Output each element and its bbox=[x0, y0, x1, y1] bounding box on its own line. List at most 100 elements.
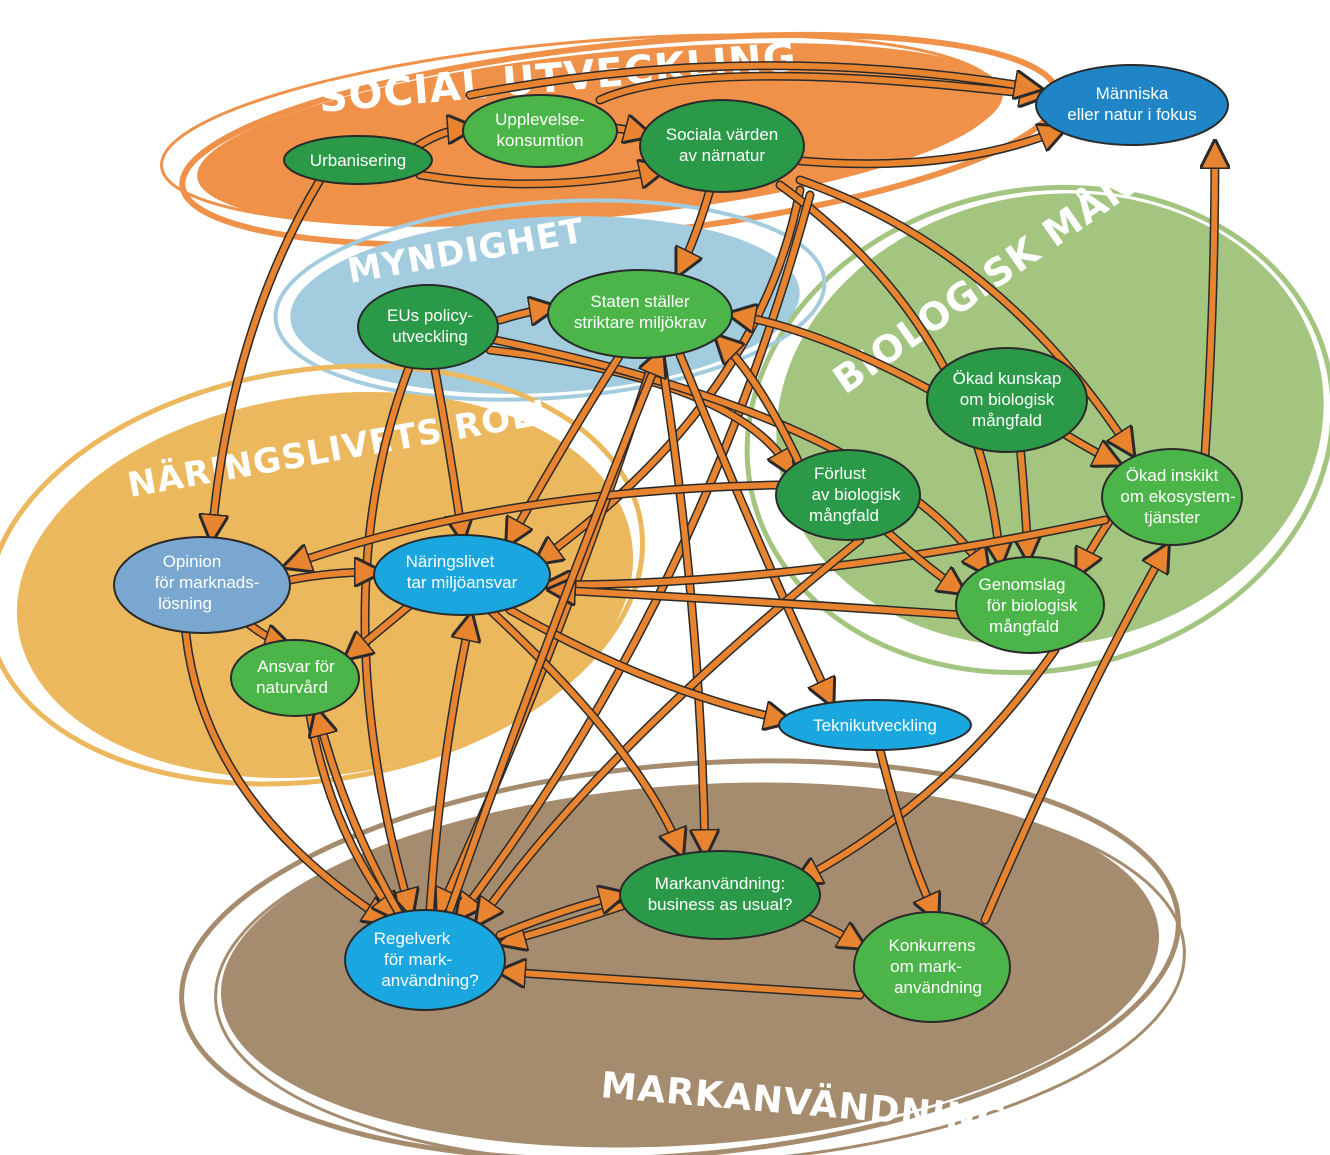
svg-text:Upplevelse-konsumtion: Upplevelse-konsumtion bbox=[495, 110, 585, 150]
arrow-forlust-to-opinion bbox=[290, 480, 785, 565]
node-urbanisering-text: Urbanisering bbox=[310, 151, 406, 170]
node-upplevelsekonsumtion[interactable]: Upplevelse-konsumtion bbox=[462, 94, 618, 168]
node-okad-kunskap-line1: Ökad kunskap bbox=[953, 369, 1062, 388]
arrow-regelverk-to-ansvar bbox=[318, 715, 405, 920]
node-okad-insikt-line2: om ekosystem- bbox=[1120, 487, 1235, 506]
arrow-urbanisering-to-opinion bbox=[212, 175, 325, 535]
svg-text:Teknikutveckling: Teknikutveckling bbox=[813, 716, 937, 735]
arrow-okad-kunskap-to-genomslag bbox=[1020, 440, 1028, 555]
node-naringslivet-tar-miljoansvar[interactable]: Näringslivet tar miljöansvar bbox=[373, 534, 551, 616]
arrow-upplevelse-to-sociala bbox=[610, 128, 645, 134]
arrow-forlust-to-staten bbox=[720, 340, 805, 470]
arrow-naringslivet-to-markanvandning bbox=[485, 605, 680, 850]
arrow-teknik-to-konkurrens bbox=[875, 745, 935, 915]
region-markanvandning-stroke-2 bbox=[214, 784, 1186, 1155]
node-urbanisering[interactable]: Urbanisering bbox=[283, 135, 433, 185]
arrow-eus-to-genomslag bbox=[490, 335, 985, 570]
node-eus-line1: EUs policy- bbox=[387, 306, 473, 325]
node-konkurrens[interactable]: Konkurrens om mark-användning bbox=[853, 911, 1011, 1023]
arrow-naringslivet-to-teknik bbox=[505, 605, 785, 720]
region-myndighet-stroke bbox=[273, 198, 827, 402]
node-opinion-line1: Opinion bbox=[163, 552, 222, 571]
node-upplevelse-line2: konsumtion bbox=[497, 131, 584, 150]
arrow-urbanisering-to-sociala bbox=[415, 170, 660, 184]
node-teknik-text: Teknikutveckling bbox=[813, 716, 937, 735]
node-upplevelse-line1: Upplevelse- bbox=[495, 110, 585, 129]
node-manniska-line2: eller natur i fokus bbox=[1067, 105, 1196, 124]
node-markanvandning-bau[interactable]: Markanvändning: business as usual? bbox=[619, 850, 821, 940]
node-naringslivet-line1: Näringslivet bbox=[406, 552, 495, 571]
arrow-sociala-to-manniska bbox=[785, 130, 1060, 169]
arrow-sociala-to-okad-insikt bbox=[795, 175, 1130, 450]
node-forlust-line3: mångfald bbox=[809, 506, 879, 525]
arrow-ansvar-to-regelverk bbox=[305, 710, 395, 915]
arrow-opinion-to-regelverk bbox=[180, 620, 385, 920]
arrow-okad-kunskap-to-staten bbox=[735, 315, 935, 395]
arrow-okad-insikt-to-manniska bbox=[1205, 148, 1215, 460]
node-manniska-eller-natur[interactable]: Människa eller natur i fokus bbox=[1035, 64, 1229, 146]
node-konkurrens-line2: om mark- bbox=[890, 957, 962, 976]
node-manniska-line1: Människa bbox=[1096, 84, 1169, 103]
arrows-layer bbox=[180, 61, 1215, 1000]
arrow-regelverk-to-markanvandning bbox=[495, 895, 620, 940]
arrow-okad-insikt-to-naringslivet bbox=[550, 515, 1110, 585]
node-okad-kunskap-line3: mångfald bbox=[972, 411, 1042, 430]
node-bau-line2: business as usual? bbox=[648, 895, 793, 914]
node-konkurrens-line1: Konkurrens bbox=[889, 936, 976, 955]
node-sociala-line1: Sociala värden bbox=[666, 125, 778, 144]
node-opinion-line2: för marknads- bbox=[155, 573, 260, 592]
arrow-sociala-to-genomslag bbox=[775, 180, 1000, 560]
arrow-regelverk-to-naringslivet bbox=[425, 620, 470, 915]
svg-text:EUs policy-utveckling: EUs policy-utveckling bbox=[387, 306, 473, 346]
node-staten-line2: striktare miljökrav bbox=[574, 313, 707, 332]
node-eus-policy[interactable]: EUs policy-utveckling bbox=[357, 284, 499, 370]
node-regelverk-line2: för mark- bbox=[384, 950, 452, 969]
node-teknikutveckling[interactable]: Teknikutveckling bbox=[778, 699, 972, 751]
node-okad-kunskap[interactable]: Ökad kunskap om biologisk mångfald bbox=[926, 347, 1088, 453]
node-forlust-line2: av biologisk bbox=[812, 485, 901, 504]
node-ansvar-line1: Ansvar för bbox=[257, 657, 335, 676]
node-konkurrens-line3: användning bbox=[894, 978, 982, 997]
node-okad-insikt-line1: Ökad inskikt bbox=[1126, 466, 1219, 485]
node-eus-line2: utveckling bbox=[392, 327, 468, 346]
node-sociala-line2: av närnatur bbox=[679, 146, 765, 165]
node-genomslag-line1: Genomslag bbox=[979, 575, 1066, 594]
region-biologisk-stroke bbox=[744, 184, 1330, 676]
svg-text:Urbanisering: Urbanisering bbox=[310, 151, 406, 170]
node-okad-kunskap-line2: om biologisk bbox=[960, 390, 1055, 409]
arrow-okad-insikt-to-genomslag bbox=[1080, 515, 1115, 570]
arrow-regelverk-to-staten bbox=[445, 355, 660, 915]
arrow-konkurrens-to-regelverk bbox=[505, 972, 865, 1000]
node-sociala-varden[interactable]: Sociala värden av närnatur bbox=[639, 99, 805, 193]
arrow-naringslivet-to-ansvar bbox=[350, 600, 415, 655]
node-naringslivet-line2: tar miljöansvar bbox=[407, 573, 518, 592]
arrow-opinion-to-naringslivet bbox=[285, 572, 375, 580]
nodes-layer: Urbanisering Upplevelse-konsumtion Socia… bbox=[113, 64, 1243, 1023]
arrow-eus-to-regelverk bbox=[360, 360, 410, 910]
region-naringsliv-blob bbox=[16, 391, 634, 779]
arrow-social-to-manniska-top bbox=[465, 61, 1035, 95]
node-bau-line1: Markanvändning: bbox=[655, 874, 785, 893]
svg-text:Markanvändning:business as usu: Markanvändning: business as usual? bbox=[648, 874, 793, 914]
arrow-eus-to-staten bbox=[495, 308, 550, 320]
